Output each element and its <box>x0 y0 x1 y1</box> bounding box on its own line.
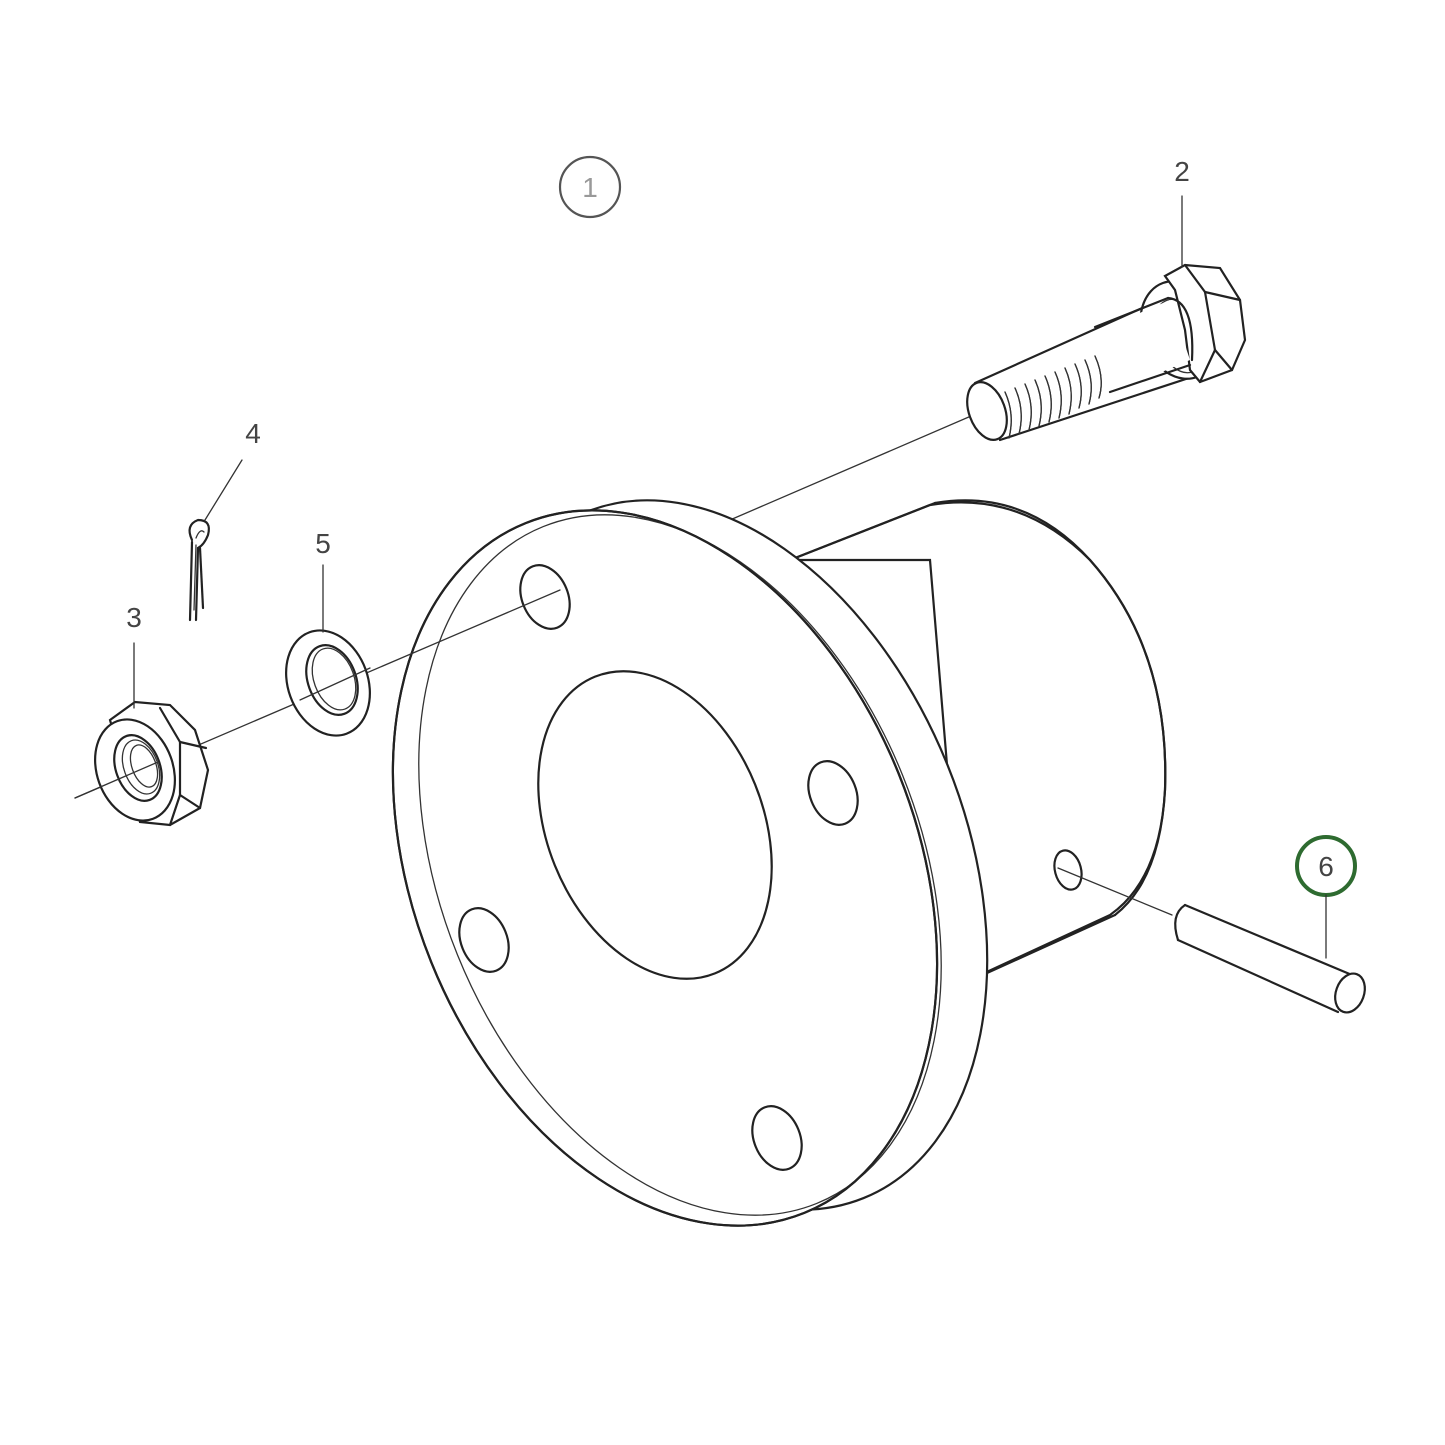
callout-6-label: 6 <box>1318 851 1334 882</box>
flanged-hub-part[interactable] <box>292 422 1167 1307</box>
callout-3-label: 3 <box>126 602 142 633</box>
callout-2-label: 2 <box>1174 156 1190 187</box>
callout-1[interactable]: 1 <box>558 155 622 219</box>
callout-5[interactable]: 5 <box>315 528 331 633</box>
flat-washer-part[interactable] <box>272 619 384 748</box>
dowel-pin-part[interactable] <box>1057 867 1370 1017</box>
callout-5-label: 5 <box>315 528 331 559</box>
callout-2[interactable]: 2 <box>1174 156 1190 268</box>
hex-bolt-part[interactable] <box>729 263 1247 521</box>
cotter-pin-part[interactable] <box>188 518 210 622</box>
callout-1-label: 1 <box>582 172 598 203</box>
callout-4[interactable]: 4 <box>204 418 261 521</box>
callout-6-highlighted[interactable]: 6 <box>1295 835 1357 959</box>
callout-4-leader <box>204 459 243 521</box>
callout-4-label: 4 <box>245 418 261 449</box>
castle-nut-part[interactable] <box>74 700 210 832</box>
callout-3[interactable]: 3 <box>126 602 142 709</box>
